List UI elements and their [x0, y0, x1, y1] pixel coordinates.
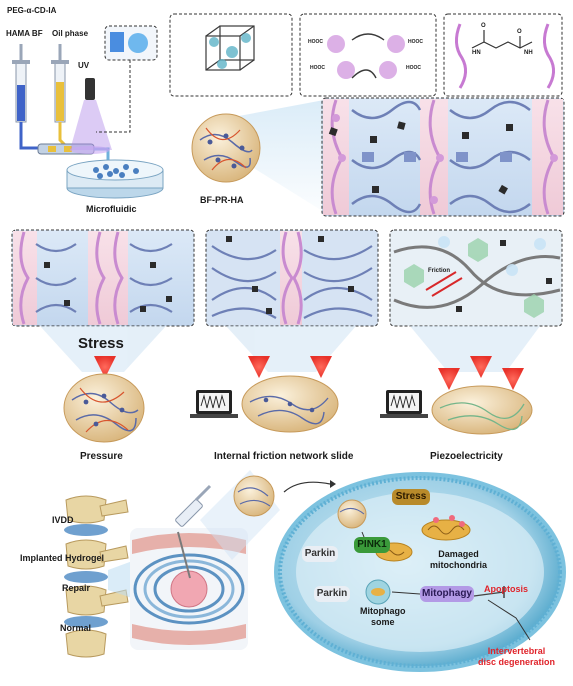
- disc-cross-section: [130, 528, 248, 650]
- monitor-piezo: [380, 390, 428, 418]
- label-uv: UV: [78, 61, 90, 70]
- collection-dish: [66, 159, 164, 199]
- bf-pr-ha-bead: [191, 100, 324, 212]
- bead-pressure: [63, 373, 145, 443]
- internalized-bead: [337, 499, 367, 529]
- label-cooh-3: HOOC: [408, 39, 423, 45]
- label-o-1: O: [481, 23, 486, 29]
- label-internal-friction: Internal friction network slide: [214, 451, 354, 462]
- tag-pink1: PINK1: [354, 537, 390, 553]
- label-microfluidic: Microfluidic: [86, 204, 137, 214]
- label-ivdd: IVDD: [52, 515, 74, 525]
- label-cooh-2: HOOC: [310, 65, 325, 71]
- stress-arrows: [94, 356, 524, 390]
- label-hn: HN: [472, 50, 481, 56]
- apoptosis-inhibit: [473, 586, 531, 641]
- label-piezoelectricity: Piezoelectricity: [430, 451, 503, 462]
- oil-syringe: [51, 44, 72, 152]
- tag-mitophagy: Mitophagy: [420, 586, 474, 602]
- label-damaged-mito: Damaged mitochondria: [430, 549, 488, 570]
- network-panel-top: [321, 97, 565, 217]
- label-ivd-degeneration: Intervertebral disc degeneration: [478, 646, 556, 667]
- label-peg-cd-ia: PEG-α-CD-IA: [7, 6, 57, 15]
- label-implanted-hydrogel: Implanted Hydrogel: [20, 553, 105, 563]
- label-oil-phase: Oil phase: [52, 29, 89, 38]
- mech-panel-piezo: [389, 229, 563, 327]
- label-friction: Friction: [428, 268, 450, 274]
- bead-piezo: [431, 385, 533, 435]
- itaconic-inset: [299, 13, 437, 97]
- label-pressure: Pressure: [80, 451, 123, 462]
- label-stress-top: Stress: [78, 335, 124, 352]
- tag-parkin-2: Parkin: [314, 586, 350, 602]
- droplet-inset: [96, 25, 158, 133]
- tag-stress: Stress: [392, 489, 430, 505]
- lattice-inset: [169, 13, 293, 97]
- tag-parkin-1: Parkin: [302, 546, 338, 562]
- label-nh: NH: [524, 50, 533, 56]
- monitor-friction: [190, 390, 238, 418]
- spine: [64, 495, 168, 658]
- label-repair: Repair: [62, 583, 91, 593]
- uv-lamp: [70, 78, 112, 154]
- bead-friction: [241, 375, 339, 433]
- label-cooh-1: HOOC: [308, 39, 323, 45]
- hydrogel-bead-bottom: [200, 470, 336, 560]
- hama-syringe: [12, 44, 40, 150]
- label-normal: Normal: [60, 623, 92, 633]
- mech-panel-friction: [205, 229, 379, 327]
- syringe-needle: [175, 484, 212, 579]
- label-hama-bf: HAMA BF: [6, 29, 43, 38]
- mech-panel-pressure: [11, 229, 195, 327]
- label-bf-pr-ha: BF-PR-HA: [200, 195, 244, 205]
- label-mitophagosome: Mitophago some: [360, 606, 406, 627]
- amide-inset: [443, 13, 563, 97]
- label-cooh-4: HOOC: [406, 65, 421, 71]
- label-apoptosis: Apoptosis: [484, 584, 528, 594]
- label-o-2: O: [517, 29, 522, 35]
